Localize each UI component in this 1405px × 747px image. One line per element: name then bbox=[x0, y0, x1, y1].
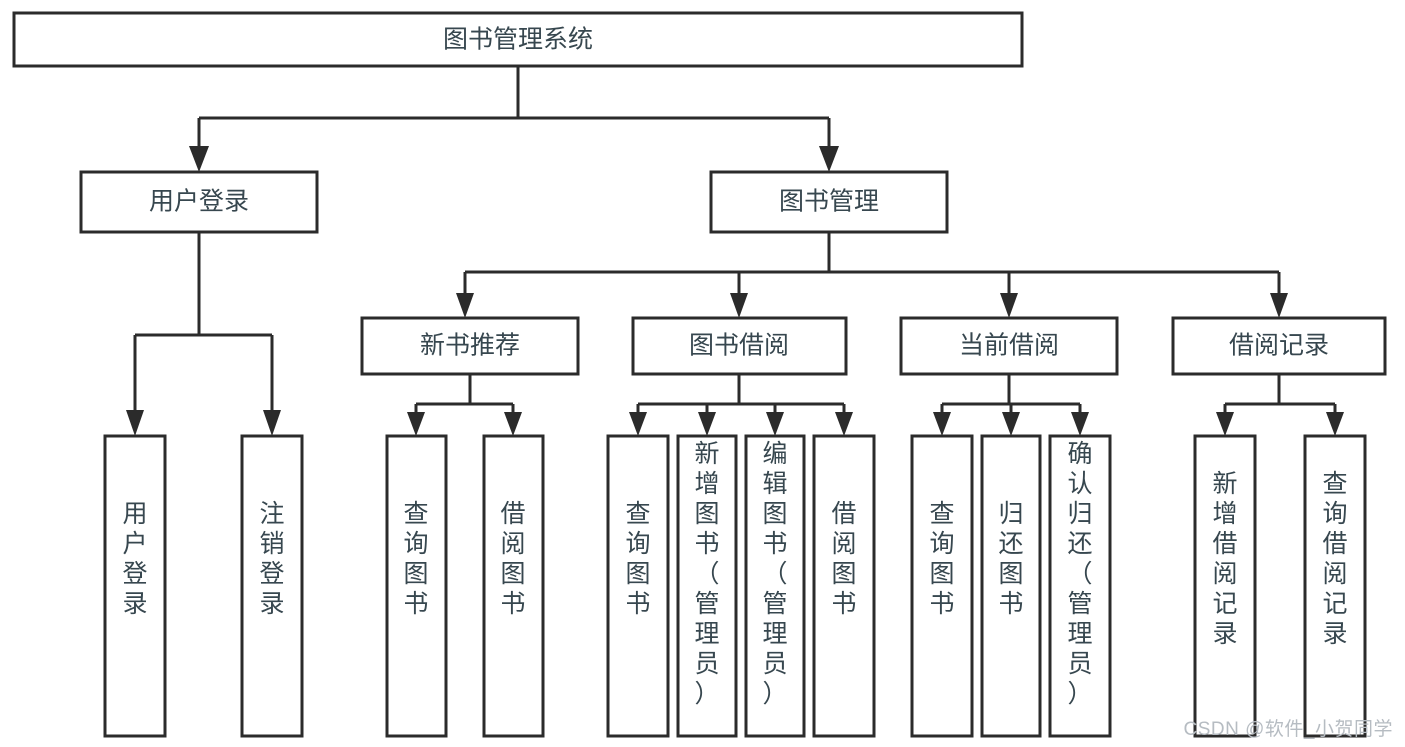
leaf-add-book-admin-box[interactable] bbox=[676, 434, 738, 738]
node-borrow-records-label: 借阅记录 bbox=[1229, 332, 1329, 360]
arrow-head-borrow bbox=[730, 293, 748, 318]
node-user-login-label: 用户登录 bbox=[149, 188, 249, 216]
leaf-query-borrow-record[interactable]: 查询借阅记录 bbox=[1303, 434, 1367, 738]
leaf-confirm-return-admin-label: 确认归还（管理员） bbox=[1067, 440, 1092, 708]
arrow-head-records bbox=[1270, 293, 1288, 318]
arrow-head-current-leaf2 bbox=[1002, 412, 1020, 436]
arrow-head-leaf-logout bbox=[263, 410, 281, 436]
leaf-add-borrow-record-box[interactable] bbox=[1193, 434, 1257, 738]
leaf-logout[interactable]: 注销登录 bbox=[240, 434, 304, 738]
leaf-user-login[interactable]: 用户登录 bbox=[103, 434, 167, 738]
leaf-borrow-book-borrow-label: 借阅图书 bbox=[831, 500, 856, 618]
node-new-book-recommend-box[interactable] bbox=[360, 316, 580, 376]
arrow-head-borrow-leaf2 bbox=[698, 412, 716, 436]
node-current-borrow-box[interactable] bbox=[899, 316, 1119, 376]
leaf-add-borrow-record-label: 新增借阅记录 bbox=[1212, 470, 1237, 648]
leaf-query-book-newbook-box[interactable] bbox=[385, 434, 448, 738]
leaf-edit-book-admin-label: 编辑图书（管理员） bbox=[762, 440, 787, 708]
leaf-edit-book-admin[interactable]: 编辑图书（管理员） bbox=[744, 434, 806, 738]
node-book-borrow-label: 图书借阅 bbox=[689, 332, 789, 360]
leaf-borrow-book-newbook[interactable]: 借阅图书 bbox=[482, 434, 545, 738]
node-current-borrow-label: 当前借阅 bbox=[959, 332, 1059, 360]
node-root[interactable]: 图书管理系统 bbox=[12, 11, 1024, 68]
node-current-borrow[interactable]: 当前借阅 bbox=[899, 316, 1119, 376]
node-user-login[interactable]: 用户登录 bbox=[79, 170, 319, 234]
arrow-head-borrow-leaf1 bbox=[629, 412, 647, 436]
arrow-head-borrow-leaf3 bbox=[766, 412, 784, 436]
leaf-add-book-admin-label: 新增图书（管理员） bbox=[694, 440, 719, 708]
leaf-add-borrow-record[interactable]: 新增借阅记录 bbox=[1193, 434, 1257, 738]
leaf-borrow-book-borrow[interactable]: 借阅图书 bbox=[812, 434, 876, 738]
leaf-query-book-newbook[interactable]: 查询图书 bbox=[385, 434, 448, 738]
arrow-head-newbook bbox=[456, 293, 474, 318]
node-root-box[interactable] bbox=[12, 11, 1024, 68]
node-book-management-box[interactable] bbox=[709, 170, 949, 234]
leaf-return-book-box[interactable] bbox=[980, 434, 1042, 738]
node-new-book-recommend-label: 新书推荐 bbox=[420, 332, 520, 360]
connector-layer bbox=[126, 66, 1344, 436]
leaf-user-login-box[interactable] bbox=[103, 434, 167, 738]
node-book-management-label: 图书管理 bbox=[779, 188, 879, 216]
leaf-query-book-newbook-label: 查询图书 bbox=[403, 500, 428, 618]
leaf-confirm-return-admin[interactable]: 确认归还（管理员） bbox=[1048, 434, 1112, 738]
node-root-label: 图书管理系统 bbox=[443, 26, 593, 54]
leaf-add-book-admin[interactable]: 新增图书（管理员） bbox=[676, 434, 738, 738]
arrow-head-borrow-leaf4 bbox=[835, 412, 853, 436]
arrow-head-records-leaf1 bbox=[1216, 412, 1234, 436]
leaf-query-borrow-record-label: 查询借阅记录 bbox=[1322, 470, 1347, 648]
arrow-head-user-login bbox=[189, 146, 209, 172]
arrow-head-current-leaf3 bbox=[1071, 412, 1089, 436]
node-new-book-recommend[interactable]: 新书推荐 bbox=[360, 316, 580, 376]
leaf-query-borrow-record-box[interactable] bbox=[1303, 434, 1367, 738]
arrow-head-records-leaf2 bbox=[1326, 412, 1344, 436]
leaf-query-book-current-label: 查询图书 bbox=[929, 500, 954, 618]
arrow-head-book-mgmt bbox=[819, 146, 839, 172]
leaf-query-book-borrow-box[interactable] bbox=[606, 434, 670, 738]
leaf-query-book-borrow[interactable]: 查询图书 bbox=[606, 434, 670, 738]
leaf-query-book-current[interactable]: 查询图书 bbox=[910, 434, 974, 738]
leaf-logout-label: 注销登录 bbox=[259, 500, 284, 618]
leaf-query-book-borrow-label: 查询图书 bbox=[625, 500, 650, 618]
node-borrow-records-box[interactable] bbox=[1171, 316, 1387, 376]
node-book-borrow-box[interactable] bbox=[631, 316, 848, 376]
arrow-head-leaf-user-login bbox=[126, 410, 144, 436]
leaf-query-book-current-box[interactable] bbox=[910, 434, 974, 738]
arrow-head-current bbox=[1000, 293, 1018, 318]
leaf-edit-book-admin-box[interactable] bbox=[744, 434, 806, 738]
node-book-borrow[interactable]: 图书借阅 bbox=[631, 316, 848, 376]
leaf-confirm-return-admin-box[interactable] bbox=[1048, 434, 1112, 738]
arrow-head-newbook-leaf1 bbox=[407, 412, 425, 436]
leaf-logout-box[interactable] bbox=[240, 434, 304, 738]
leaf-return-book[interactable]: 归还图书 bbox=[980, 434, 1042, 738]
node-borrow-records[interactable]: 借阅记录 bbox=[1171, 316, 1387, 376]
leaf-borrow-book-newbook-box[interactable] bbox=[482, 434, 545, 738]
leaf-user-login-label: 用户登录 bbox=[122, 500, 147, 618]
node-book-management[interactable]: 图书管理 bbox=[709, 170, 949, 234]
leaf-borrow-book-newbook-label: 借阅图书 bbox=[500, 500, 525, 618]
arrow-head-newbook-leaf2 bbox=[504, 412, 522, 436]
leaf-borrow-book-borrow-box[interactable] bbox=[812, 434, 876, 738]
leaf-return-book-label: 归还图书 bbox=[998, 500, 1023, 618]
arrow-head-current-leaf1 bbox=[933, 412, 951, 436]
node-user-login-box[interactable] bbox=[79, 170, 319, 234]
